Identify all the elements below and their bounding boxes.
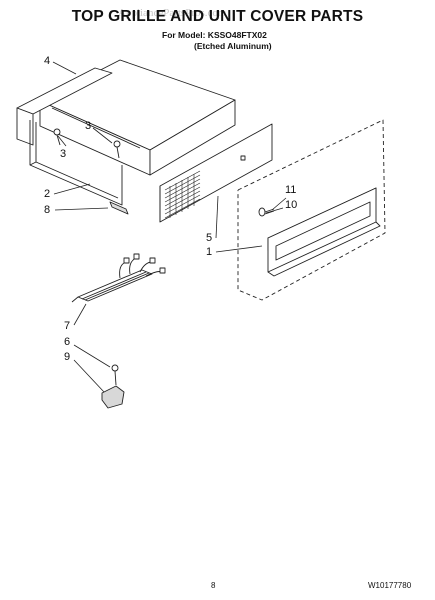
callout-4: 4	[44, 55, 51, 67]
dashed-group	[237, 119, 386, 301]
callout-3-upper: 3	[85, 120, 92, 132]
callout-6: 6	[64, 336, 71, 348]
callout-1: 1	[206, 246, 213, 258]
callout-10: 10	[285, 199, 298, 211]
document-number: W10177780	[368, 581, 412, 590]
bracket-9-part	[101, 385, 125, 409]
page-number: 8	[211, 581, 216, 590]
unit-cover	[39, 59, 236, 176]
bracket-part	[109, 201, 129, 215]
callout-8: 8	[44, 204, 51, 216]
screw-6-part	[111, 364, 119, 386]
grille-slot	[240, 155, 246, 161]
model-label: For Model: KSSO48FTX02	[162, 30, 267, 40]
callout-11: 11	[285, 184, 297, 196]
finish-label: (Etched Aluminum)	[194, 41, 272, 51]
wiring-harness	[71, 253, 166, 303]
grille-trim	[267, 187, 381, 277]
watermark: AppliancePartsPros.com	[118, 7, 227, 19]
callout-5: 5	[206, 232, 213, 244]
callout-3-lower: 3	[60, 148, 67, 160]
grille-vents	[164, 170, 201, 219]
trim-screw	[258, 207, 275, 217]
callout-7: 7	[64, 320, 71, 332]
leader-lines	[52, 61, 287, 393]
callout-9: 9	[64, 351, 71, 363]
screw-part	[53, 128, 121, 159]
page-title: TOP GRILLE AND UNIT COVER PARTS	[71, 8, 364, 25]
side-frame	[29, 120, 123, 206]
callout-2: 2	[44, 188, 51, 200]
back-flange	[16, 67, 113, 146]
